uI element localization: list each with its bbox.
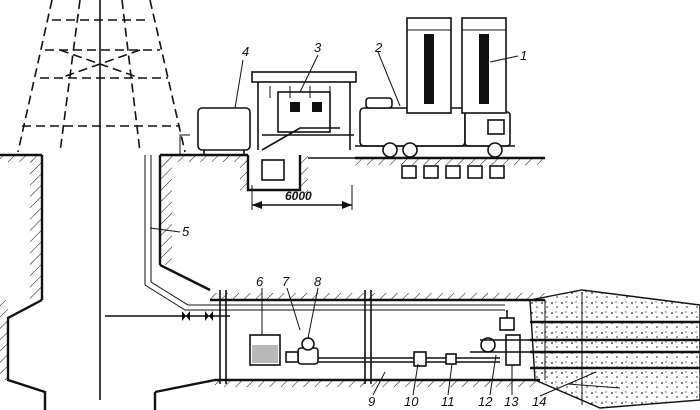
label-6: 6 xyxy=(256,274,264,289)
mixing-plant-3 xyxy=(240,71,357,193)
label-9: 9 xyxy=(368,394,375,409)
label-8: 8 xyxy=(314,274,322,289)
tank-4 xyxy=(179,107,251,156)
label-7: 7 xyxy=(282,274,290,289)
underground-drift xyxy=(105,290,545,387)
dimension-label: 6000 xyxy=(285,189,312,203)
label-3: 3 xyxy=(314,40,322,55)
headframe-tower xyxy=(17,0,186,400)
label-11: 11 xyxy=(441,394,455,409)
label-14: 14 xyxy=(532,394,546,409)
face-boreholes-14 xyxy=(529,289,700,409)
label-5: 5 xyxy=(182,224,190,239)
label-13: 13 xyxy=(504,394,519,409)
shaft xyxy=(0,155,216,410)
label-12: 12 xyxy=(478,394,493,409)
pipeline-5 xyxy=(144,155,505,311)
label-1: 1 xyxy=(520,48,527,63)
pump-8 xyxy=(285,337,319,365)
label-4: 4 xyxy=(242,44,249,59)
silos-1 xyxy=(401,17,507,179)
tank-6 xyxy=(249,334,281,366)
label-10: 10 xyxy=(404,394,419,409)
dimension-line: 6000 xyxy=(251,185,353,210)
leader-lines xyxy=(149,51,621,397)
injector-12-13 xyxy=(470,310,530,366)
label-2: 2 xyxy=(374,40,383,55)
hose-line-10-11 xyxy=(318,351,500,367)
